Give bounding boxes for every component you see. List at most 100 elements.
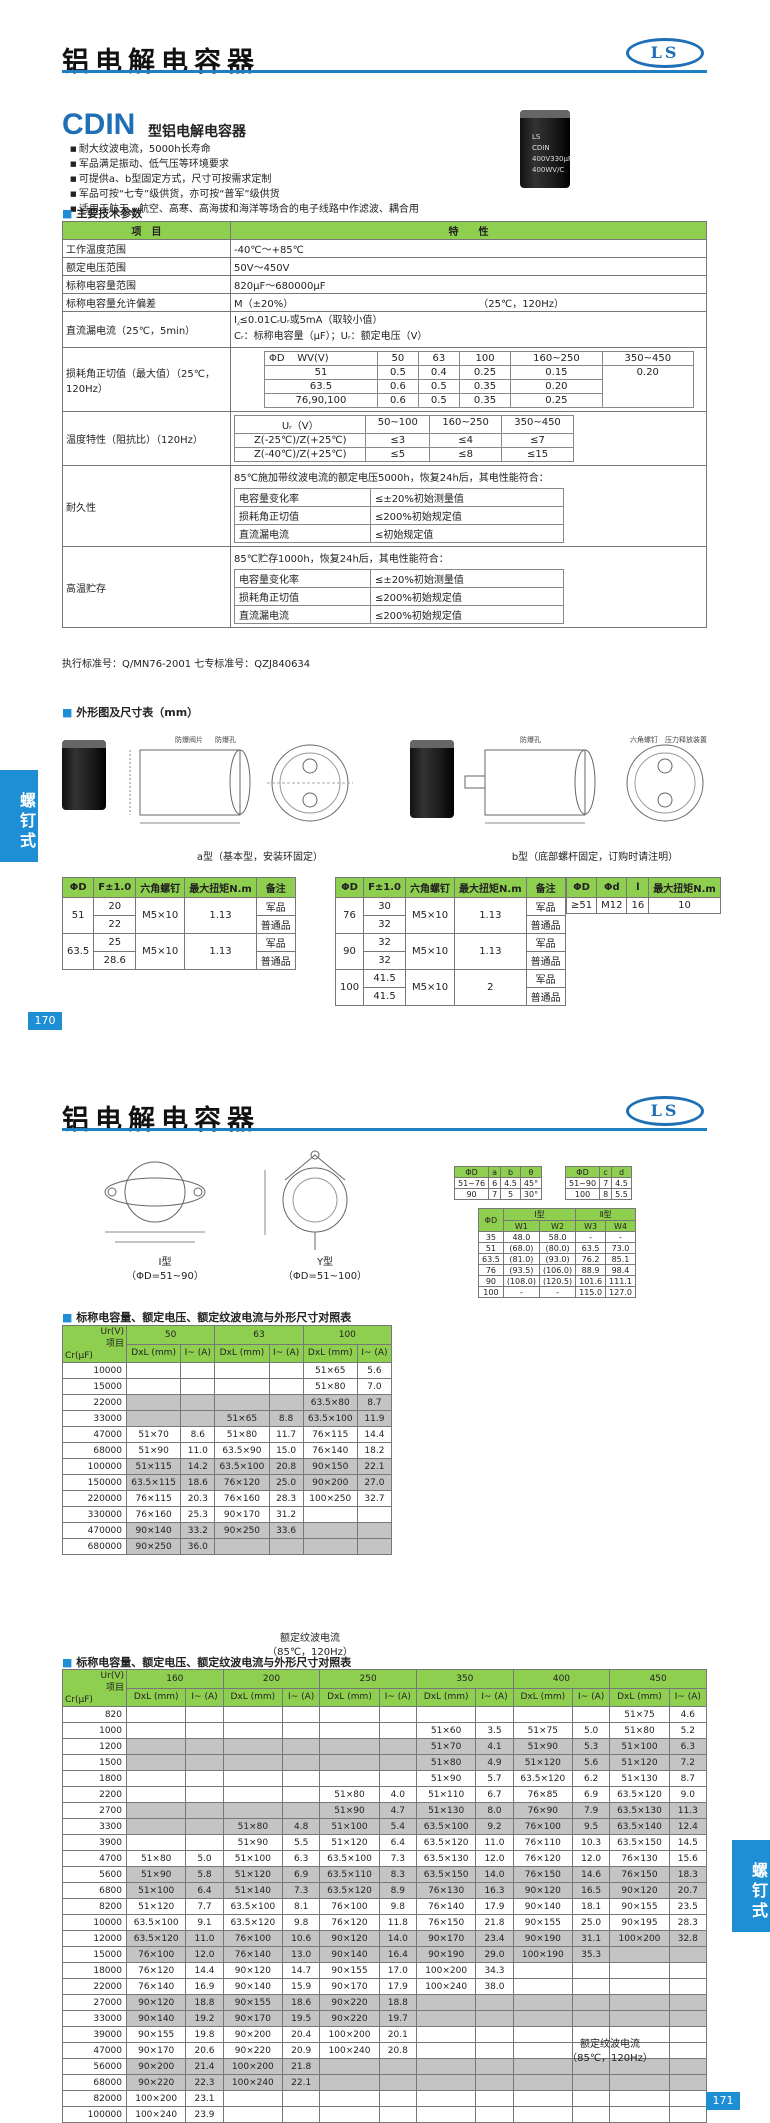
feature-list: 耐大纹波电流，5000h长寿命 军品满足振动、低气压等环境要求 可提供a、b型固… (70, 142, 419, 217)
svg-text:防爆孔: 防爆孔 (215, 735, 236, 744)
svg-text:压力释放装置: 压力释放装置 (665, 735, 707, 744)
page-171: 铝电解电容器 LS I型 （ΦD=51~90） Y型 （ΦD=51~100） Φ… (0, 1040, 770, 2123)
spec-header-char: 特 性 (230, 221, 707, 240)
caption-type-y: Y型 （ΦD=51~100） (282, 1257, 368, 1282)
product-photo: LS CDIN 400V330μF 400WV/C (520, 110, 572, 188)
series-subtitle: 型铝电解电容器 (148, 124, 246, 140)
svg-text:防爆阀片: 防爆阀片 (175, 735, 203, 744)
table1-note: 额定纹波电流 （85℃，120Hz） (267, 1633, 353, 1658)
spec-table: 项 目 特 性 工作温度范围 -40℃～+85℃ 额定电压范围 50V～450V… (62, 221, 707, 628)
standard-number: 执行标准号：Q/MN76-2001 七专标准号：QZJ840634 (62, 659, 311, 670)
table2-note: 额定纹波电流 （85℃，120Hz） (567, 2039, 653, 2064)
type-b-photo (410, 740, 454, 818)
type-a-drawing: 防爆阀片 防爆孔 (129, 735, 353, 824)
feature-item: 军品满足振动、低气压等环境要求 (70, 157, 419, 172)
page-number: 170 (28, 1012, 62, 1030)
shelf-life-table: 电容量变化率≤±20%初始测量值 损耗角正切值≤200%初始规定值 直流漏电流≤… (234, 569, 565, 624)
feature-item: 可提供a、b型固定方式，尺寸可按需求定制 (70, 172, 419, 187)
type-y-drawing (264, 1150, 348, 1250)
caption-type-b: b型（底部螺杆固定，订购时请注明） (511, 852, 679, 863)
type-a-photo (62, 740, 106, 810)
page-170: 铝电解电容器 LS CDIN 型铝电解电容器 耐大纹波电流，5000h长寿命 军… (0, 0, 770, 1040)
dimension-heading: 外形图及尺寸表（mm） (62, 704, 198, 720)
spec-heading: 主要技术参数 (62, 205, 142, 221)
side-tab: 螺钉式 (0, 770, 38, 862)
page-number: 171 (706, 2092, 740, 2110)
page-title: 铝电解电容器 (62, 1105, 260, 1136)
header-rule (62, 1128, 707, 1131)
ls-logo: LS (626, 38, 704, 68)
table1-heading: 标称电容量、额定电压、额定纹波电流与外形尺寸对照表 (62, 1309, 351, 1325)
side-tab: 螺钉式 (732, 1840, 770, 1932)
spec-header-item: 项 目 (62, 221, 231, 240)
endurance-table: 电容量变化率≤±20%初始测量值 损耗角正切值≤200%初始规定值 直流漏电流≤… (234, 488, 565, 543)
feature-item: 军品可按“七专”级供货，亦可按“普军”级供货 (70, 187, 419, 202)
svg-text:六角螺钉: 六角螺钉 (630, 735, 658, 744)
table2-heading: 标称电容量、额定电压、额定纹波电流与外形尺寸对照表 (62, 1654, 351, 1670)
svg-text:防爆孔: 防爆孔 (520, 735, 541, 744)
type-i-drawing (104, 1161, 206, 1243)
ls-logo: LS (626, 1096, 704, 1126)
series-name: CDIN (62, 108, 136, 141)
type-b-drawing: 防爆孔 六角螺钉 压力释放装置 (464, 735, 707, 824)
page-title: 铝电解电容器 (62, 47, 260, 78)
feature-item: 适用于航天、航空、高寒、高海拔和海洋等场合的电子线路中作滤波、耦合用 (70, 202, 419, 217)
header-rule (62, 70, 707, 73)
feature-item: 耐大纹波电流，5000h长寿命 (70, 142, 419, 157)
caption-type-a: a型（基本型，安装环固定） (196, 852, 324, 863)
